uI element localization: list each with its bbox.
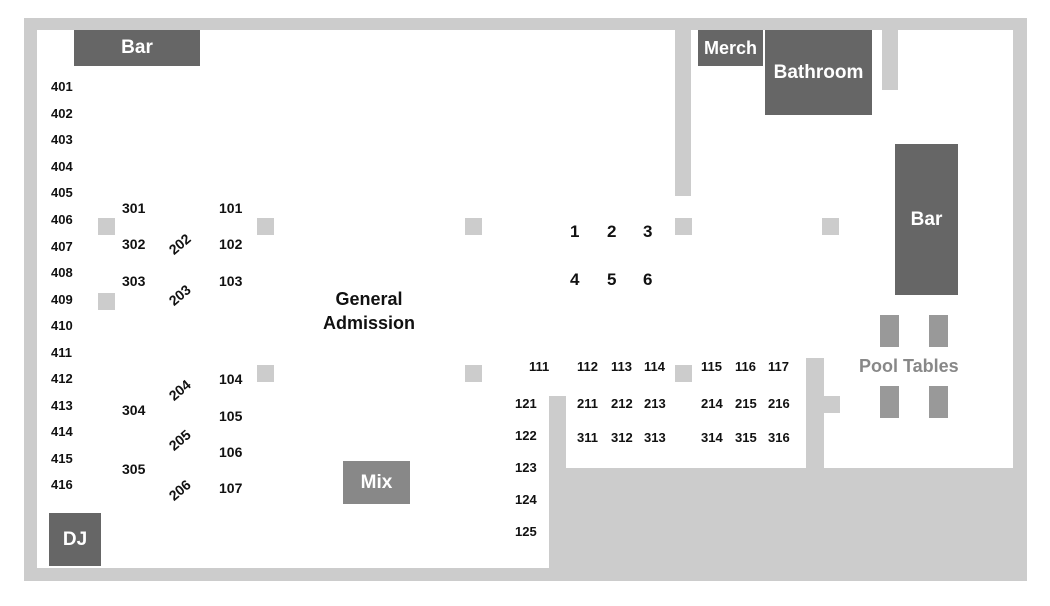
table-215[interactable]: 215	[735, 396, 757, 411]
table-216[interactable]: 216	[768, 396, 790, 411]
table-416[interactable]: 416	[51, 477, 73, 492]
bar-area-left[interactable]: Bar	[74, 30, 200, 66]
lower-right-wall	[549, 396, 566, 568]
stage-front-1[interactable]: 1	[570, 222, 580, 241]
table-313[interactable]: 313	[644, 430, 666, 445]
table-102[interactable]: 102	[219, 236, 243, 252]
table-410[interactable]: 410	[51, 318, 73, 333]
pool-tables-label: Pool Tables	[859, 356, 959, 376]
table-408[interactable]: 408	[51, 265, 73, 280]
stage-front-5[interactable]: 5	[607, 270, 617, 289]
lower-right-fill	[566, 468, 1013, 568]
table-101[interactable]: 101	[219, 200, 243, 216]
interior-wall-upper	[675, 30, 691, 196]
stage-front-3[interactable]: 3	[643, 222, 653, 241]
table-401[interactable]: 401	[51, 79, 73, 94]
table-114[interactable]: 114	[644, 359, 665, 374]
table-315[interactable]: 315	[735, 430, 757, 445]
table-214[interactable]: 214	[701, 396, 723, 411]
merch-area[interactable]: Merch	[698, 30, 763, 66]
bathroom-area[interactable]: Bathroom	[765, 30, 872, 115]
table-414[interactable]: 414	[51, 424, 73, 439]
table-409[interactable]: 409	[51, 292, 73, 307]
table-113[interactable]: 113	[611, 359, 632, 374]
stage-front-4[interactable]: 4	[570, 270, 580, 289]
bar-area-right[interactable]: Bar	[895, 144, 958, 295]
table-211[interactable]: 211	[577, 396, 598, 411]
table-304[interactable]: 304	[122, 402, 146, 418]
main-floor	[37, 30, 549, 568]
pillar	[822, 218, 839, 235]
pillar	[465, 365, 482, 382]
table-312[interactable]: 312	[611, 430, 633, 445]
pillar	[465, 218, 482, 235]
table-305[interactable]: 305	[122, 461, 146, 477]
table-123[interactable]: 123	[515, 460, 537, 475]
table-403[interactable]: 403	[51, 132, 73, 147]
table-314[interactable]: 314	[701, 430, 723, 445]
interior-wall-stub	[824, 396, 840, 413]
table-404[interactable]: 404	[51, 159, 73, 174]
interior-wall-notch	[882, 30, 898, 90]
pillar	[257, 218, 274, 235]
table-415[interactable]: 415	[51, 451, 73, 466]
table-105[interactable]: 105	[219, 408, 243, 424]
pool-table[interactable]	[929, 315, 948, 347]
pool-table[interactable]	[880, 315, 899, 347]
bathroom-label: Bathroom	[773, 61, 864, 83]
table-301[interactable]: 301	[122, 200, 146, 216]
table-316[interactable]: 316	[768, 430, 790, 445]
table-411[interactable]: 411	[51, 345, 72, 360]
table-402[interactable]: 402	[51, 106, 73, 121]
stage-front-6[interactable]: 6	[643, 270, 653, 289]
right-lower-floor	[824, 358, 1013, 468]
table-117[interactable]: 117	[768, 359, 789, 374]
table-111[interactable]: 111	[529, 359, 550, 374]
mix-label: Mix	[360, 471, 393, 493]
bar-label: Bar	[121, 37, 153, 58]
table-213[interactable]: 213	[644, 396, 666, 411]
pillar	[257, 365, 274, 382]
table-405[interactable]: 405	[51, 185, 73, 200]
bar-label: Bar	[910, 208, 943, 230]
pool-table[interactable]	[929, 386, 948, 418]
table-115[interactable]: 115	[701, 359, 722, 374]
table-212[interactable]: 212	[611, 396, 633, 411]
table-303[interactable]: 303	[122, 273, 146, 289]
mix-area[interactable]: Mix	[343, 461, 410, 504]
stage-front-2[interactable]: 2	[607, 222, 617, 241]
table-125[interactable]: 125	[515, 524, 537, 539]
table-107[interactable]: 107	[219, 480, 243, 496]
table-103[interactable]: 103	[219, 273, 243, 289]
table-406[interactable]: 406	[51, 212, 73, 227]
table-124[interactable]: 124	[515, 492, 537, 507]
table-412[interactable]: 412	[51, 371, 73, 386]
table-112[interactable]: 112	[577, 359, 598, 374]
table-104[interactable]: 104	[219, 371, 243, 387]
interior-wall-lower	[806, 358, 824, 468]
table-302[interactable]: 302	[122, 236, 146, 252]
table-106[interactable]: 106	[219, 444, 243, 460]
table-407[interactable]: 407	[51, 239, 73, 254]
dj-label: DJ	[62, 528, 88, 550]
table-311[interactable]: 311	[577, 430, 598, 445]
pillar	[675, 365, 692, 382]
pillar	[98, 293, 115, 310]
table-116[interactable]: 116	[735, 359, 756, 374]
merch-label: Merch	[703, 37, 757, 58]
general-admission-label: General Admission	[322, 289, 415, 333]
dj-area[interactable]: DJ	[49, 513, 101, 566]
pillar	[98, 218, 115, 235]
pillar	[675, 218, 692, 235]
table-413[interactable]: 413	[51, 398, 73, 413]
table-121[interactable]: 121	[515, 396, 537, 411]
table-122[interactable]: 122	[515, 428, 537, 443]
pool-table[interactable]	[880, 386, 899, 418]
